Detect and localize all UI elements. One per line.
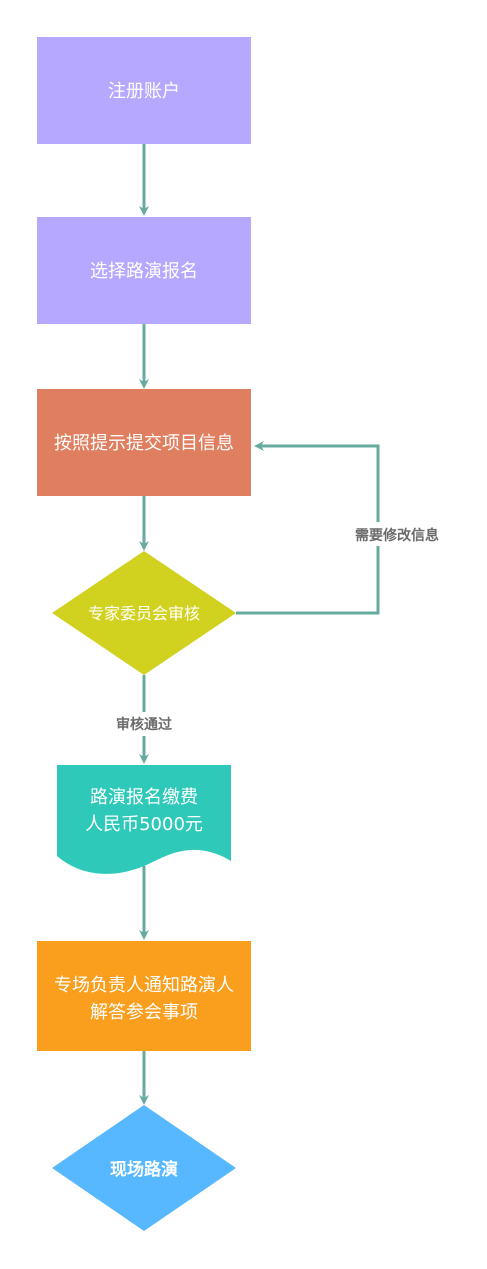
node-roadshow: 现场路演 bbox=[52, 1105, 236, 1231]
node-review: 专家委员会审核 bbox=[52, 551, 236, 675]
node-fee: 路演报名缴费 人民币5000元 bbox=[57, 765, 231, 874]
node-select: 选择路演报名 bbox=[37, 217, 251, 324]
node-notify-label-line-1: 专场负责人通知路演人 bbox=[54, 975, 234, 996]
node-review-label: 专家委员会审核 bbox=[88, 604, 200, 623]
node-submit-label: 按照提示提交项目信息 bbox=[54, 433, 234, 454]
node-submit: 按照提示提交项目信息 bbox=[37, 389, 251, 496]
node-register-label: 注册账户 bbox=[108, 81, 180, 102]
node-roadshow-label: 现场路演 bbox=[110, 1159, 178, 1180]
edge-label-revise-bg bbox=[340, 522, 450, 546]
node-submit-shape bbox=[37, 389, 251, 496]
node-notify-shape bbox=[37, 941, 251, 1051]
edge-label-approved-bg bbox=[104, 712, 184, 736]
node-select-shape bbox=[37, 217, 251, 324]
node-notify-label-line-2: 解答参会事项 bbox=[90, 1002, 198, 1023]
node-fee-shape bbox=[57, 765, 231, 874]
node-register-shape bbox=[37, 37, 251, 144]
node-roadshow-shape bbox=[52, 1105, 236, 1231]
node-register: 注册账户 bbox=[37, 37, 251, 144]
node-notify: 专场负责人通知路演人 解答参会事项 bbox=[37, 941, 251, 1051]
node-review-shape bbox=[52, 551, 236, 675]
edge-label-approved: 审核通过 bbox=[116, 716, 172, 733]
node-select-label: 选择路演报名 bbox=[90, 261, 198, 282]
edge-label-revise: 需要修改信息 bbox=[355, 527, 439, 544]
node-fee-label-line-1: 路演报名缴费 bbox=[90, 787, 198, 808]
node-fee-label-line-2: 人民币5000元 bbox=[85, 814, 203, 835]
